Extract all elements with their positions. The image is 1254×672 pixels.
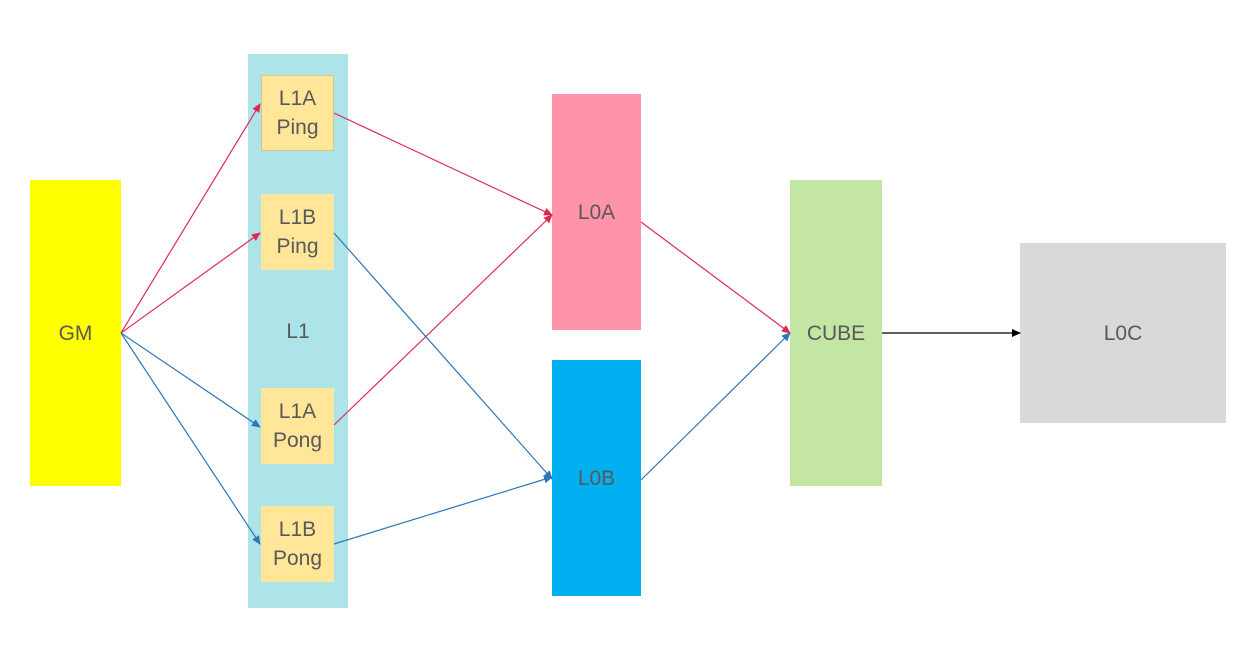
- l1a-ping-label: L1A Ping: [276, 87, 319, 139]
- l1a-ping-buffer: L1A Ping: [261, 75, 334, 151]
- l0c-block: L0C: [1020, 243, 1226, 423]
- edge-l1b-pong-to-l0b: [333, 475, 553, 545]
- l1b-ping-buffer: L1B Ping: [261, 194, 334, 270]
- l1a-pong-buffer: L1A Pong: [261, 388, 334, 464]
- edge-l1a-ping-to-l0a: [333, 112, 553, 216]
- l0c-label: L0C: [1103, 321, 1143, 345]
- edge-l1b-ping-to-l0b: [333, 232, 553, 480]
- l1a-pong-label: L1A Pong: [272, 400, 323, 452]
- edge-gm-to-l1b-pong: [120, 332, 261, 545]
- cube-block: CUBE: [790, 180, 882, 486]
- edge-l0a-to-cube: [640, 221, 791, 334]
- l0a-block: L0A: [552, 94, 641, 330]
- edge-l1a-pong-to-l0a: [333, 214, 553, 426]
- l0b-block: L0B: [552, 360, 641, 596]
- gm-block: GM: [30, 180, 121, 486]
- cube-label: CUBE: [806, 321, 866, 345]
- l1b-pong-label: L1B Pong: [272, 518, 323, 570]
- l1-label: L1: [286, 319, 310, 343]
- l0a-label: L0A: [577, 200, 616, 224]
- gm-label: GM: [58, 321, 93, 345]
- edge-gm-to-l1b-ping: [120, 232, 261, 334]
- l1b-ping-label: L1B Ping: [276, 206, 319, 258]
- edge-gm-to-l1a-pong: [120, 332, 261, 428]
- l0b-label: L0B: [577, 466, 616, 490]
- l1b-pong-buffer: L1B Pong: [261, 506, 334, 582]
- edge-l0b-to-cube: [640, 332, 791, 481]
- edge-gm-to-l1a-ping: [120, 103, 261, 334]
